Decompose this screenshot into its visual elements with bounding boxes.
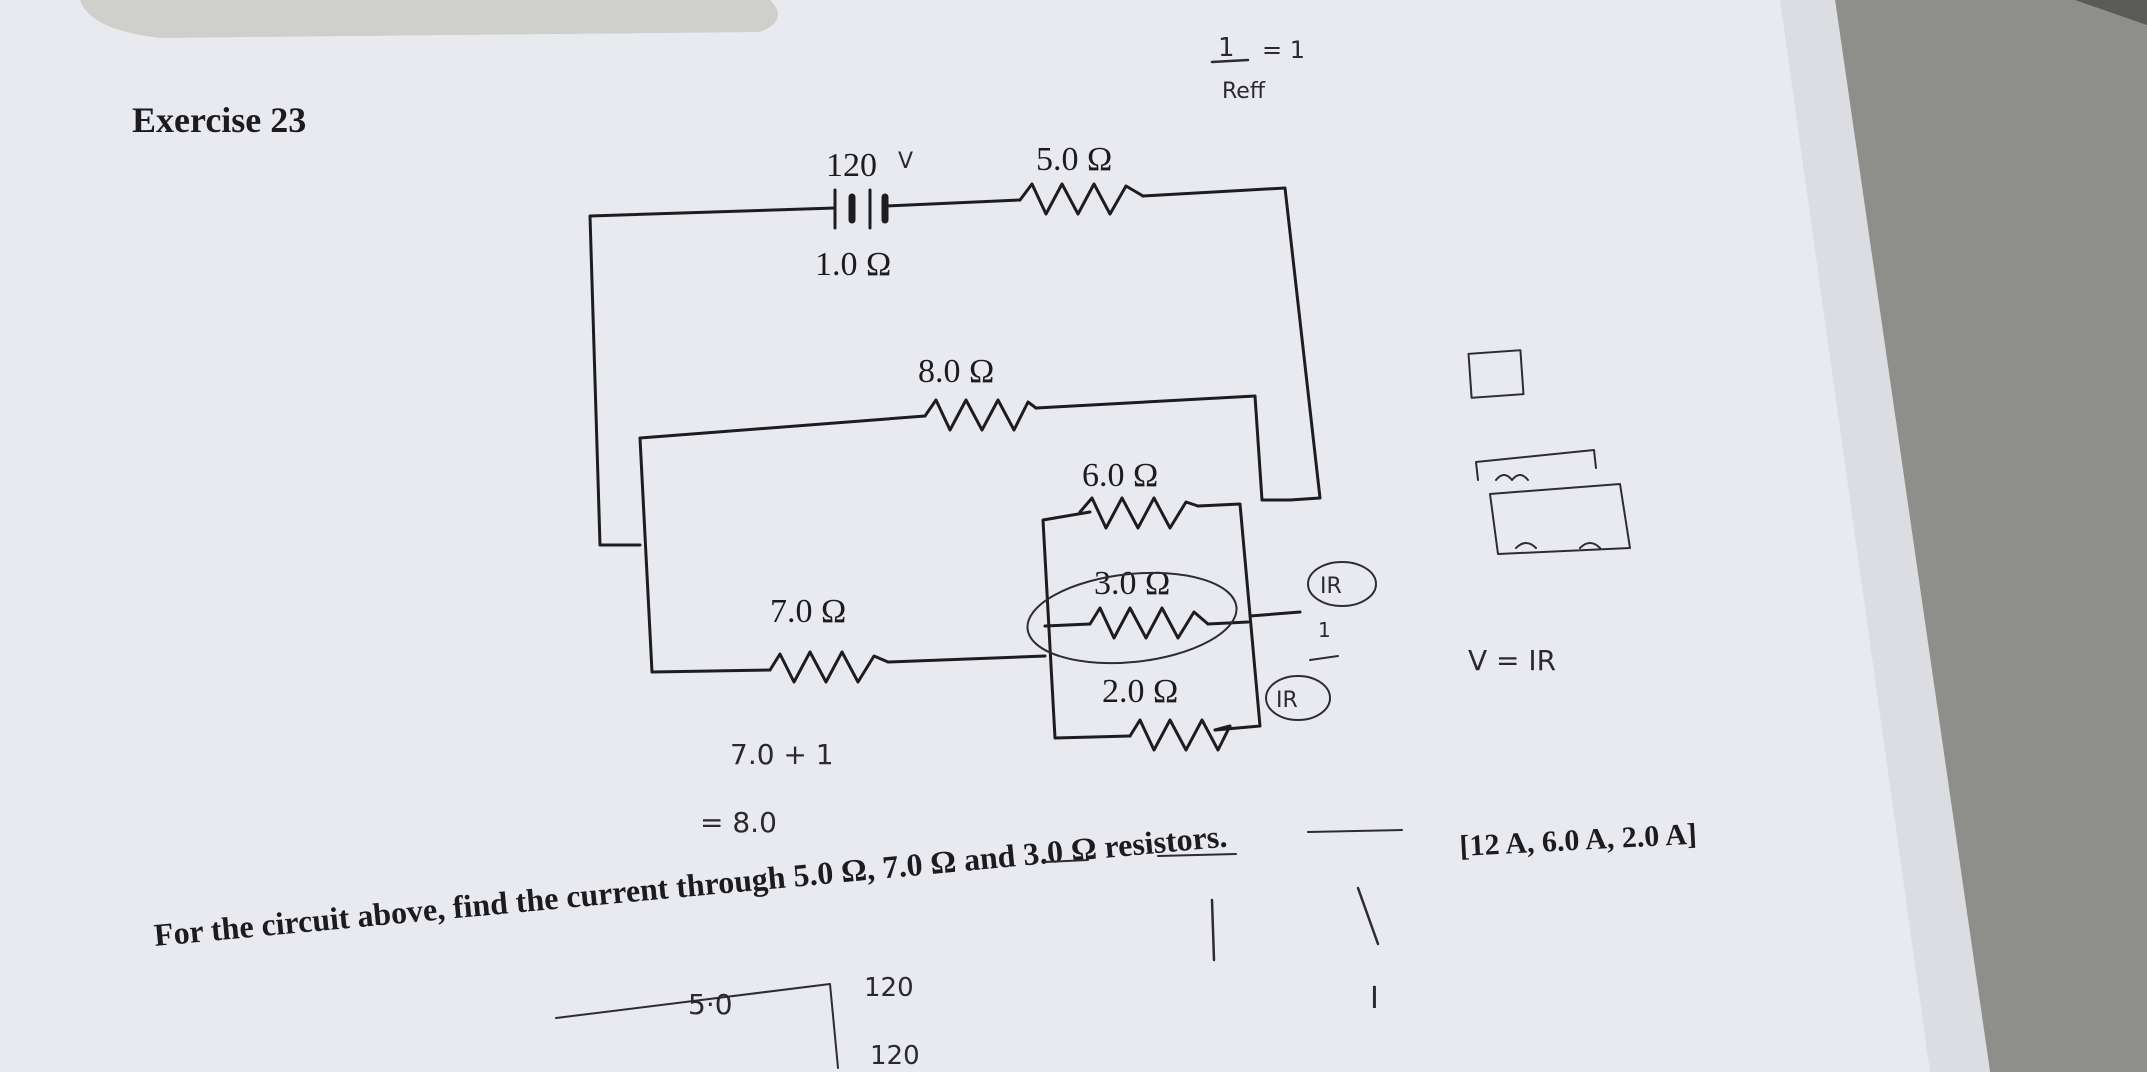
battery-resistance-label: 1.0 Ω xyxy=(815,246,891,283)
resistor-8ohm xyxy=(923,398,1038,432)
wire-outer-right xyxy=(1141,186,1322,502)
hand-bottom-120a: 120 xyxy=(864,973,914,1003)
wire-middle-left xyxy=(638,414,927,674)
label-5ohm: 5.0 Ω xyxy=(1036,141,1112,178)
resistor-3ohm xyxy=(1088,606,1210,640)
hand-sum-line2: = 8.0 xyxy=(700,806,777,839)
circuit-diagram xyxy=(588,182,1322,752)
hand-bottom-120b: 120 xyxy=(870,1041,920,1071)
hand-small-bar xyxy=(1309,655,1339,661)
wire-outer-top xyxy=(883,198,1022,208)
hand-circle-ir-1 xyxy=(1307,561,1377,607)
hand-sum-line1: 7.0 + 1 xyxy=(730,738,834,771)
battery-symbol xyxy=(833,188,889,230)
hand-stroke-1 xyxy=(1210,898,1216,962)
hand-underline-7ohm xyxy=(1157,853,1237,857)
resistor-2ohm xyxy=(1128,718,1232,752)
exercise-title: Exercise 23 xyxy=(132,100,306,140)
hand-small-one: 1 xyxy=(1318,618,1331,642)
hand-underline-5ohm xyxy=(1044,859,1089,863)
hand-volt-mark: V xyxy=(898,149,913,174)
wire-3ohm-right xyxy=(1206,620,1250,626)
label-8ohm: 8.0 Ω xyxy=(918,353,994,390)
hand-bottom-5: 5·0 xyxy=(688,988,733,1021)
wire-right-to-node xyxy=(1248,610,1302,618)
hand-circle-ir-2 xyxy=(1265,675,1331,721)
hand-ir-2: IR xyxy=(1276,688,1298,713)
wire-parallel-left xyxy=(1041,510,1132,740)
wire-middle-top xyxy=(1034,394,1292,502)
hand-sketch-circuit xyxy=(1475,449,1631,555)
hand-stroke-2 xyxy=(1356,886,1380,946)
hand-underline-3ohm xyxy=(1307,829,1403,833)
desk-edge xyxy=(2075,0,2147,25)
hand-fraction-den: Reff xyxy=(1222,79,1266,104)
wire-7ohm-to-node xyxy=(886,654,1047,664)
pen-object xyxy=(80,0,778,38)
paper-shadow xyxy=(1780,0,1990,1072)
hand-ohms-law: V = IR xyxy=(1468,644,1556,677)
label-7ohm: 7.0 Ω xyxy=(770,593,846,630)
resistor-7ohm xyxy=(768,650,890,684)
label-2ohm: 2.0 Ω xyxy=(1102,673,1178,710)
hand-fraction-numerator: 1 xyxy=(1218,33,1235,63)
wire-outer-left xyxy=(588,206,837,547)
label-3ohm: 3.0 Ω xyxy=(1094,565,1170,602)
hand-fraction-eq: = 1 xyxy=(1262,36,1305,64)
wire-3ohm-left xyxy=(1043,622,1092,628)
hand-ir-1: IR xyxy=(1320,574,1342,599)
hand-circle-3ohm xyxy=(1026,571,1238,665)
label-6ohm: 6.0 Ω xyxy=(1082,457,1158,494)
paper-sheet xyxy=(0,0,1990,1072)
handwritten-notes: V 1 = 1 Reff 7.0 + 1 = 8.0 IR IR 1 V = I… xyxy=(555,33,1631,1071)
resistor-6ohm xyxy=(1078,496,1200,530)
resistor-5ohm xyxy=(1018,182,1145,216)
hand-sketch-box xyxy=(1467,349,1525,399)
hand-fraction-bar xyxy=(1210,58,1250,64)
hand-bottom-I: I xyxy=(1370,981,1379,1016)
hand-bottom-sketch xyxy=(555,983,839,1069)
battery-voltage-label: 120 xyxy=(826,147,877,184)
